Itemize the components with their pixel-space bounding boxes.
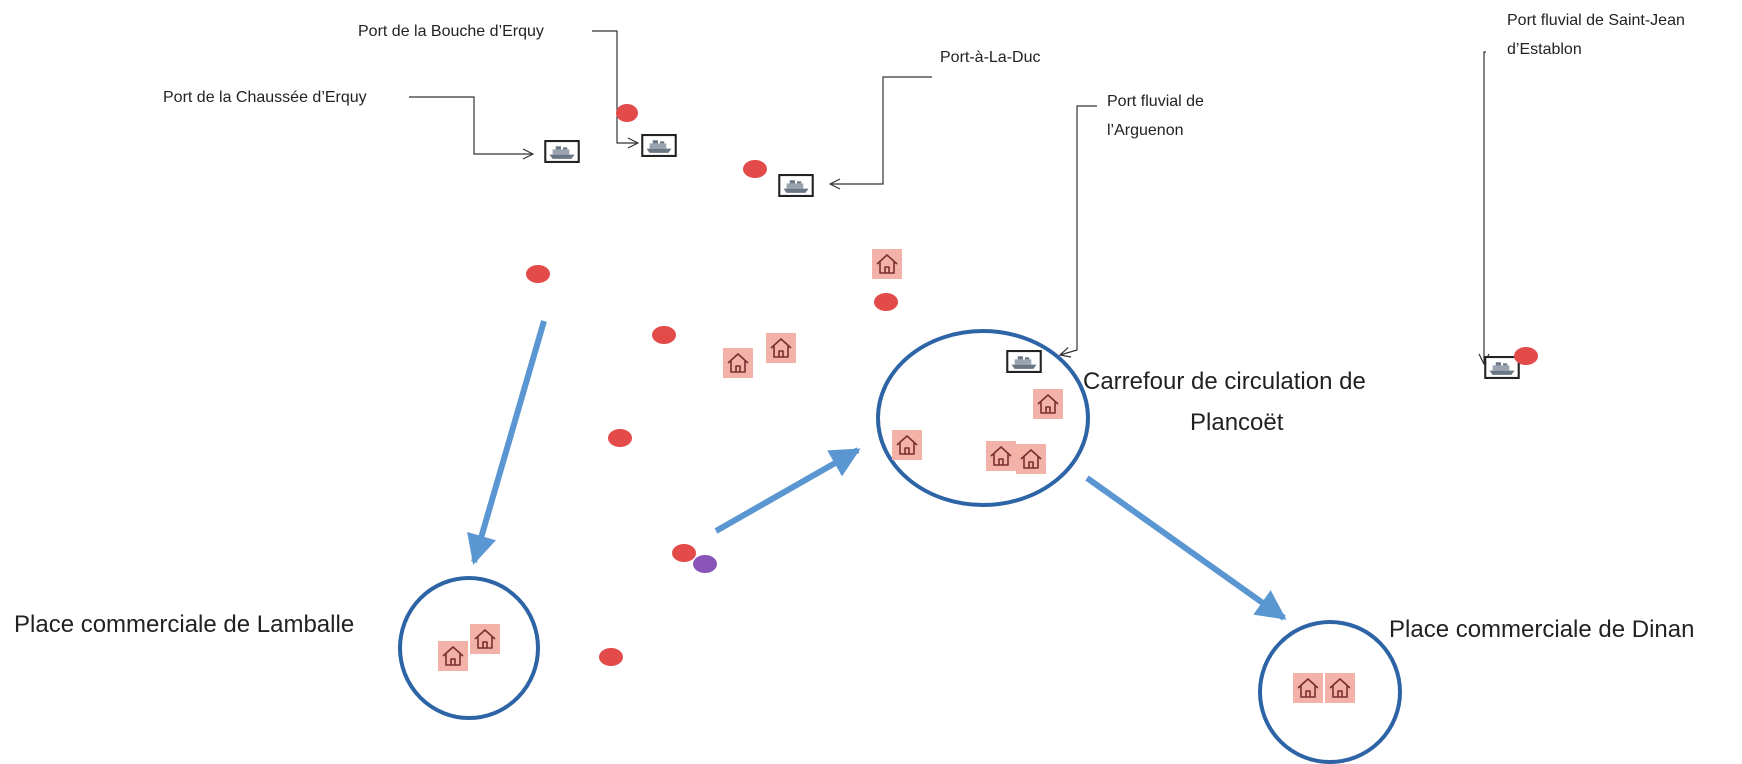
port-leader-lines: [409, 30, 1486, 364]
flow-arrows: [467, 320, 1287, 621]
leader-arguenon: [1060, 105, 1097, 355]
red-dot-icon: [616, 104, 638, 122]
red-dot-icon: [599, 648, 623, 666]
house-icon: [986, 441, 1016, 471]
ship-icon: [1006, 350, 1042, 373]
purple-dot-icon: [693, 555, 717, 573]
place-label-plancoet-line1: Carrefour de circulation de: [1083, 368, 1366, 395]
port-label-chaussee-erquy: Port de la Chaussée d’Erquy: [163, 89, 367, 106]
flow-arrow-to-plancoet: [714, 447, 861, 534]
red-dot-icon: [608, 429, 632, 447]
house-icons: [438, 249, 1355, 703]
leader-bouche-erquy: [592, 30, 638, 143]
port-label-arguenon-line1: Port fluvial de: [1107, 93, 1204, 110]
leader-port-a-la-duc: [830, 76, 932, 184]
port-label-arguenon-line2: l’Arguenon: [1107, 122, 1184, 139]
red-dot-icon: [672, 544, 696, 562]
flow-arrow-to-lamballe: [467, 320, 547, 565]
hub-circles: [398, 329, 1402, 764]
red-dots: [526, 104, 1538, 666]
port-label-saint-jean-line1: Port fluvial de Saint-Jean: [1507, 12, 1685, 29]
leader-saint-jean: [1484, 51, 1486, 364]
port-label-bouche-erquy: Port de la Bouche d’Erquy: [358, 23, 544, 40]
house-icon: [438, 641, 468, 671]
ship-icon: [1484, 356, 1520, 379]
red-dot-icon: [743, 160, 767, 178]
red-dot-icon: [1514, 347, 1538, 365]
house-icon: [470, 624, 500, 654]
house-icon: [892, 430, 922, 460]
place-label-dinan: Place commerciale de Dinan: [1389, 616, 1694, 643]
house-icon: [1033, 389, 1063, 419]
red-dot-icon: [652, 326, 676, 344]
ship-icon: [778, 174, 814, 197]
house-icon: [766, 333, 796, 363]
place-label-lamballe: Place commerciale de Lamballe: [14, 611, 354, 638]
circle-lamballe: [398, 576, 540, 720]
port-label-saint-jean-line2: d’Establon: [1507, 41, 1582, 58]
house-icon: [872, 249, 902, 279]
red-dot-icon: [874, 293, 898, 311]
red-dot-icon: [526, 265, 550, 283]
house-icon: [1293, 673, 1323, 703]
leader-chaussee-erquy: [409, 96, 533, 154]
flow-arrow-to-dinan: [1085, 475, 1287, 621]
house-icon: [723, 348, 753, 378]
ship-icon: [641, 134, 677, 157]
house-icon: [1325, 673, 1355, 703]
port-label-port-a-la-duc: Port-à-La-Duc: [940, 49, 1040, 66]
house-icon: [1016, 444, 1046, 474]
ship-icon: [544, 140, 580, 163]
circle-plancoet: [876, 329, 1090, 507]
circle-dinan: [1258, 620, 1402, 764]
place-label-plancoet-line2: Plancoët: [1190, 409, 1284, 436]
